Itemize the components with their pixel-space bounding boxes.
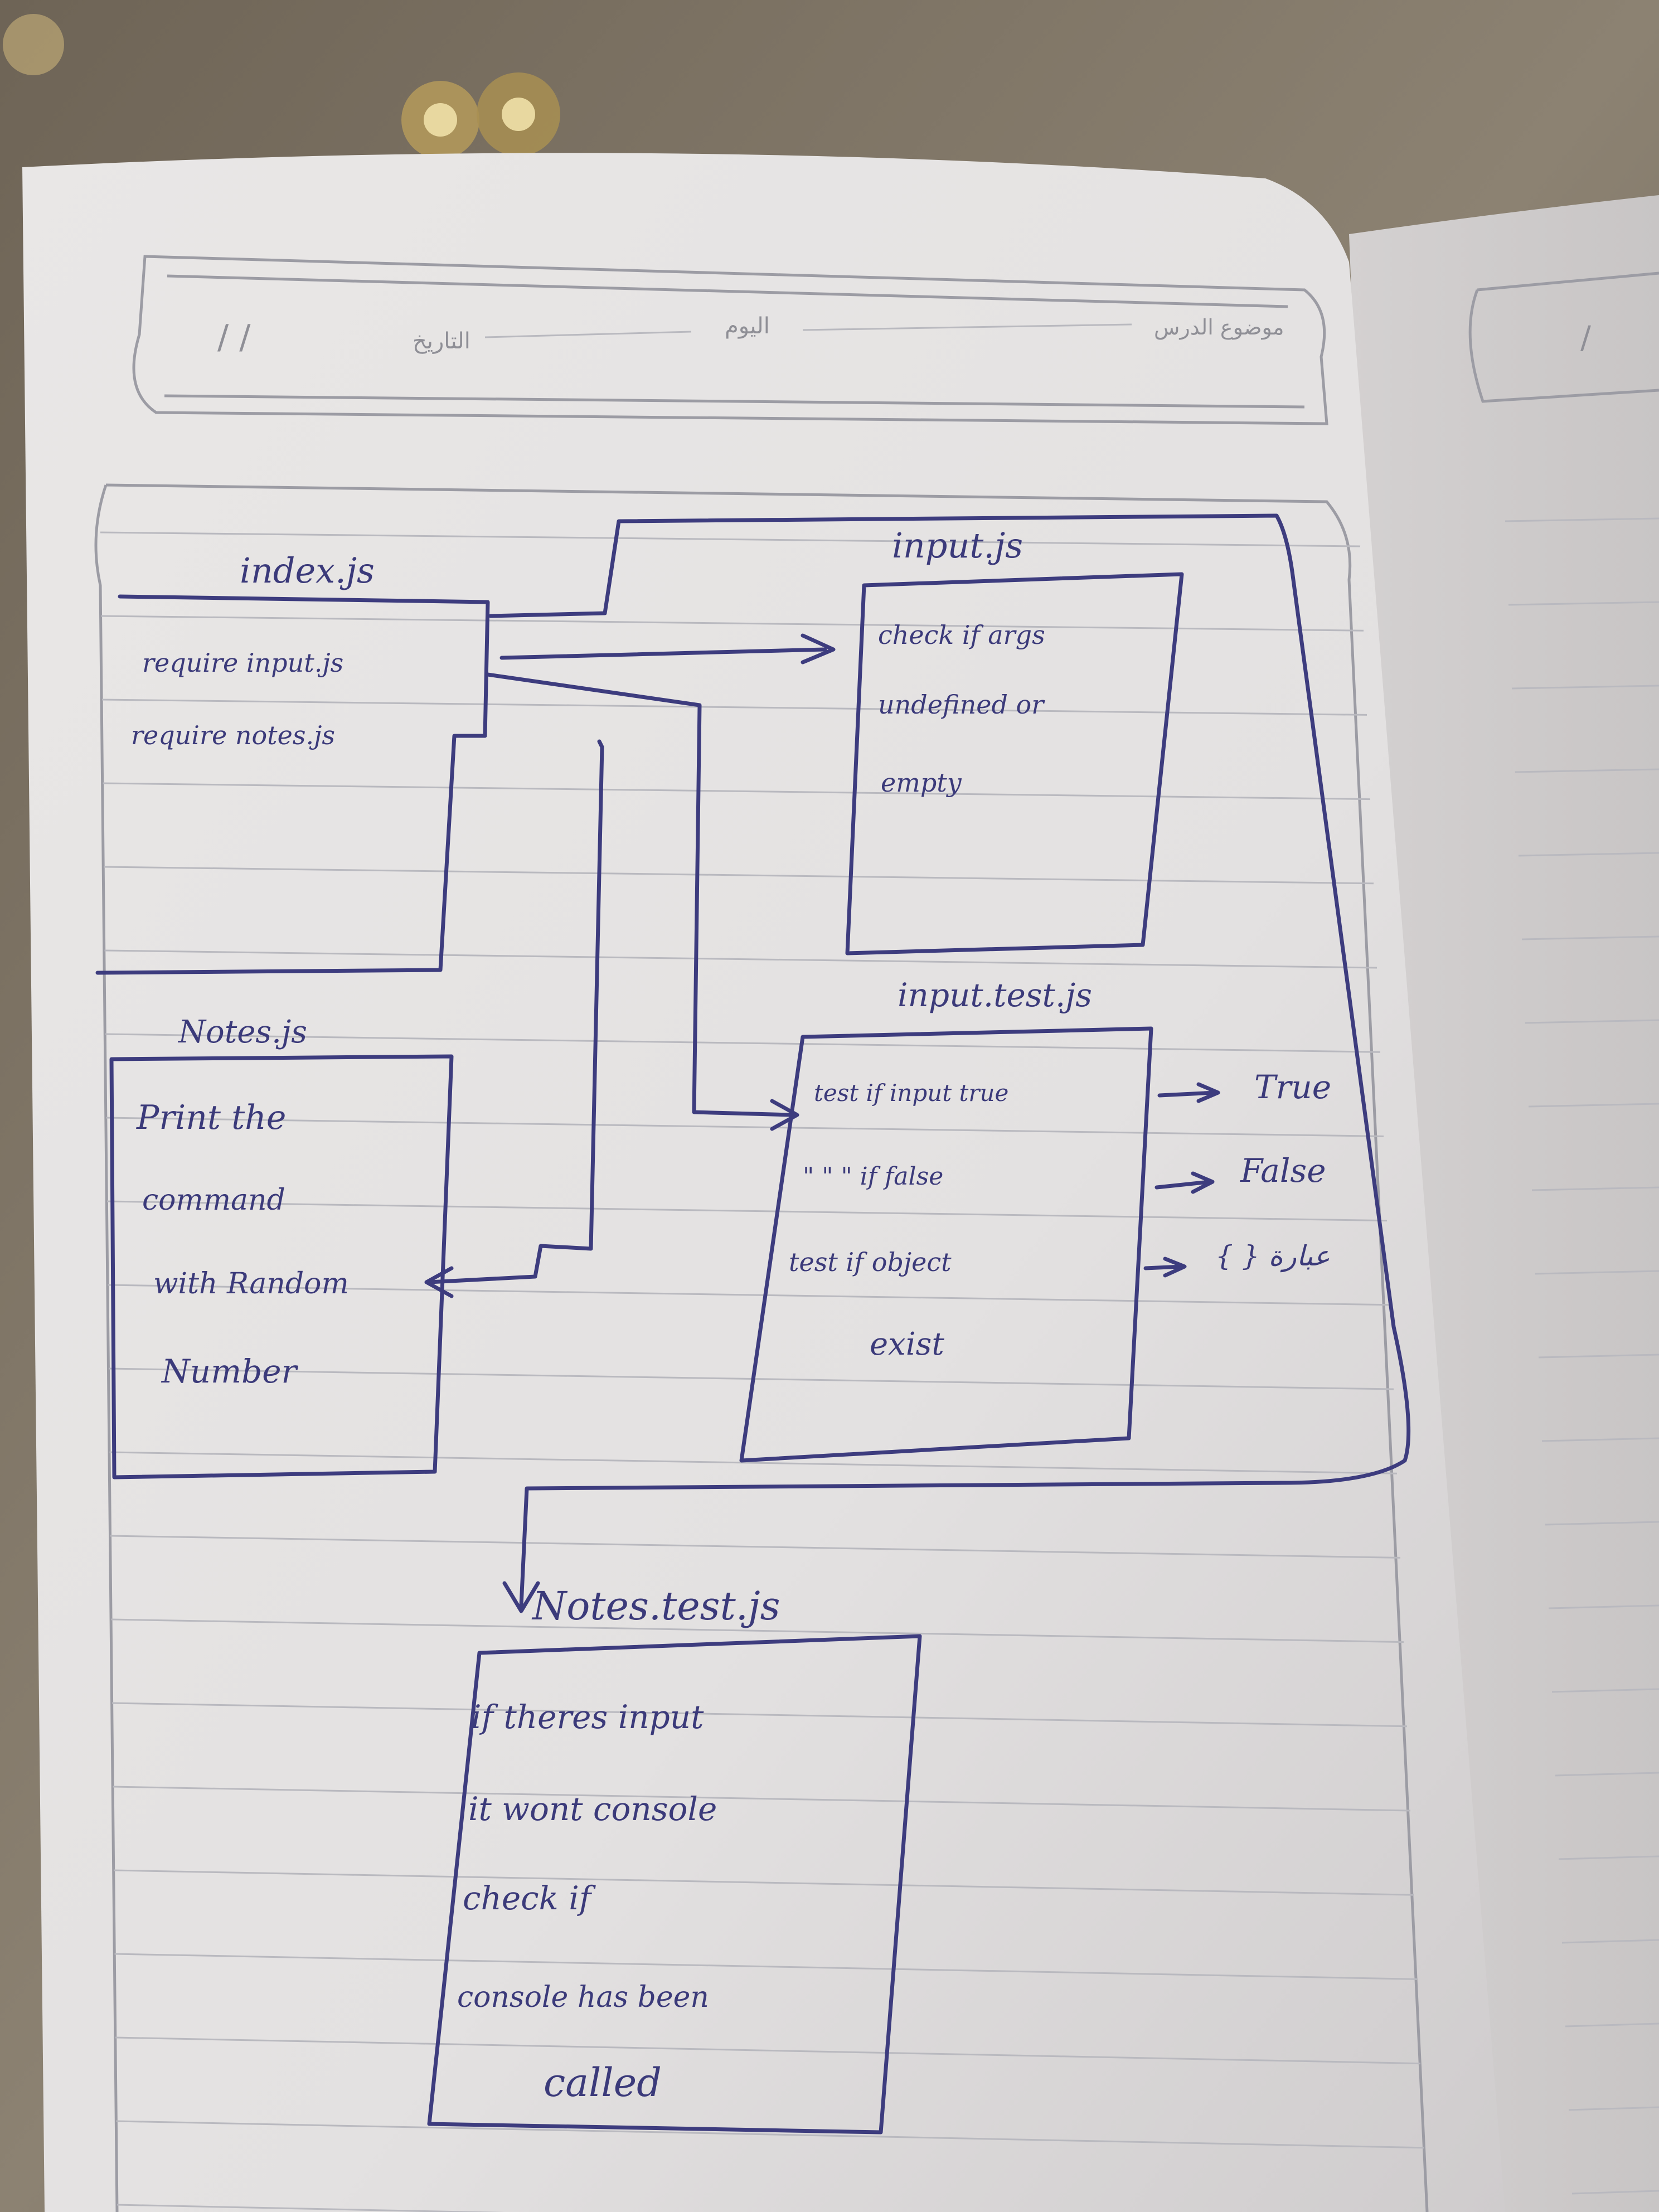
ruled-line — [1551, 1688, 1659, 1693]
node-index-line: require input.js — [142, 648, 343, 678]
ruled-line — [113, 1869, 1414, 1896]
ruled-line — [1505, 517, 1659, 522]
edge-index-to-notes — [427, 739, 604, 1284]
node-index-title: index.js — [240, 550, 375, 591]
edge-index-to-input-test — [486, 672, 794, 1117]
ruled-line — [106, 1117, 1384, 1137]
ruled-line — [1531, 1186, 1659, 1191]
ruled-line — [117, 2204, 505, 2212]
node-input-test-line: test if object — [789, 1247, 952, 1277]
ruled-line — [1568, 2106, 1659, 2111]
ruled-line — [101, 615, 1364, 632]
node-input-line: check if args — [878, 620, 1045, 650]
ruled-line — [110, 1535, 1401, 1559]
result-false: False — [1240, 1152, 1326, 1190]
node-notes-test-line: console has been — [457, 1981, 709, 2014]
decorative-ornament — [3, 14, 560, 159]
ruled-line — [101, 698, 1367, 716]
right-page-header-frame — [1468, 271, 1659, 403]
node-input-line: undefined or — [878, 690, 1045, 720]
ruled-line — [108, 1367, 1394, 1390]
right-page-date-slash: / — [1580, 320, 1591, 356]
ruled-line — [108, 1284, 1391, 1306]
node-input-title: input.js — [892, 525, 1023, 566]
ruled-line — [1508, 601, 1659, 606]
result-object: { } عبارة — [1215, 1240, 1330, 1273]
ruled-line — [116, 2120, 1424, 2149]
date-line — [484, 331, 692, 338]
ruled-line — [114, 1953, 1418, 1980]
ruled-line — [104, 949, 1377, 969]
ruled-line — [1555, 1772, 1659, 1777]
ruled-line — [113, 1786, 1411, 1812]
date-label: التاريخ — [413, 328, 470, 354]
ruled-line — [105, 1033, 1381, 1053]
day-label: اليوم — [725, 313, 770, 339]
ruled-line — [1541, 1437, 1659, 1442]
node-input-line: empty — [881, 768, 962, 798]
ruled-line — [1521, 935, 1659, 940]
ruled-line — [1515, 768, 1659, 773]
node-notes-test: Notes.test.js if theres input it wont co… — [427, 1583, 922, 2135]
node-notes-test-title: Notes.test.js — [531, 1583, 780, 1629]
ruled-line — [109, 1451, 1398, 1474]
node-input-test: input.test.js test if input true " " " i… — [739, 976, 1153, 1463]
ruled-line — [115, 2036, 1421, 2065]
node-input-test-line: " " " if false — [803, 1162, 943, 1191]
result-true: True — [1254, 1068, 1331, 1106]
node-input-test-line: test if input true — [814, 1079, 1008, 1107]
node-results: True False { } عبارة — [1215, 1068, 1331, 1273]
ruled-line — [1565, 2022, 1659, 2027]
ruled-line — [1528, 1103, 1659, 1108]
ruled-line — [111, 1618, 1404, 1643]
ruled-line — [1535, 1270, 1659, 1275]
header-frame — [132, 255, 1328, 425]
result-arrow-object — [1143, 1257, 1187, 1278]
ruled-line — [1511, 685, 1659, 690]
arrowhead-input — [801, 633, 836, 664]
node-notes-test-line: if theres input — [471, 1698, 704, 1736]
ruled-line — [1518, 852, 1659, 857]
node-notes-test-line: check if — [463, 1879, 596, 1917]
ruled-line — [1561, 1939, 1659, 1944]
edge-input-loop-to-notes-test — [488, 513, 1411, 1608]
node-notes-test-line: it wont console — [468, 1790, 717, 1828]
node-index-line: require notes.js — [131, 720, 335, 750]
ruled-line — [111, 1702, 1408, 1728]
node-index: index.js require input.js require notes.… — [95, 550, 490, 975]
result-arrow-true — [1157, 1082, 1220, 1103]
ruled-line — [1571, 2190, 1659, 2195]
arrowhead-input-test — [770, 1099, 799, 1131]
node-notes-line: with Random — [153, 1267, 349, 1301]
node-notes-title: Notes.js — [177, 1014, 307, 1050]
day-line — [802, 323, 1132, 331]
node-notes-test-line: called — [544, 2060, 662, 2106]
subject-label: موضوع الدرس — [1154, 315, 1284, 340]
node-notes-line: Print the — [136, 1098, 286, 1137]
ruled-line — [103, 866, 1374, 885]
node-notes-line: command — [142, 1183, 285, 1217]
ruled-line — [1545, 1521, 1659, 1526]
ruled-line — [1525, 1019, 1659, 1024]
node-notes-line: Number — [161, 1352, 299, 1390]
diagram-connectors — [424, 513, 1411, 1613]
ruled-line — [1558, 1855, 1659, 1860]
node-input-test-line: exist — [870, 1326, 944, 1362]
edge-index-to-input — [499, 647, 827, 660]
ruled-line — [1548, 1604, 1659, 1609]
date-slashes: / / — [217, 318, 251, 357]
left-page — [22, 153, 1505, 2212]
node-input: input.js check if args undefined or empt… — [845, 525, 1184, 955]
node-notes: Notes.js Print the command with Random N… — [109, 1014, 454, 1479]
ruled-line — [106, 1200, 1388, 1222]
ruled-line — [100, 531, 1361, 547]
ruled-line — [1538, 1354, 1659, 1359]
body-frame — [94, 483, 1429, 2212]
node-input-test-title: input.test.js — [898, 976, 1092, 1014]
arrowhead-notes-test — [502, 1581, 540, 1613]
result-arrow-false — [1154, 1171, 1215, 1194]
